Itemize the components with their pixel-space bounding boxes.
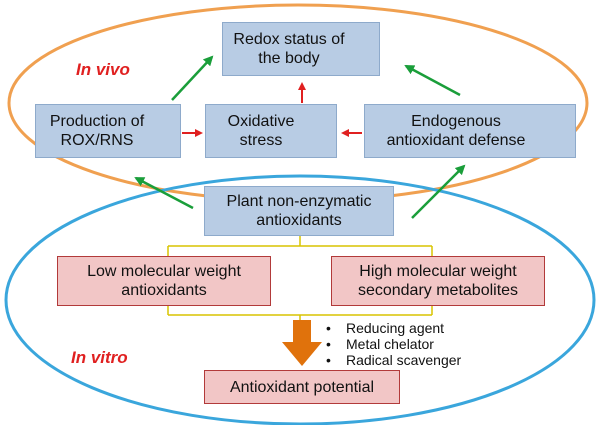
redox-line2: the body xyxy=(258,50,320,67)
production-box: Production of ROX/RNS xyxy=(35,104,181,158)
high-mw-metabolites-box: High molecular weight secondary metabolit… xyxy=(331,256,545,306)
production-line2: ROX/RNS xyxy=(60,132,134,149)
endogenous-line2: antioxidant defense xyxy=(386,132,526,149)
antioxidant-potential-box: Antioxidant potential xyxy=(204,370,400,404)
high-mw-line2: secondary metabolites xyxy=(357,282,519,299)
in-vitro-label: In vitro xyxy=(71,348,128,367)
endogenous-line1: Endogenous xyxy=(411,113,501,130)
arrow-production-to-redox xyxy=(171,55,214,101)
low-mw-line1: Low molecular weight xyxy=(87,263,241,280)
yellow-bracket-bottom xyxy=(167,305,433,320)
in-vitro-ellipse xyxy=(4,174,596,425)
arrow-plant-to-defense xyxy=(411,164,466,219)
plant-antioxidants-box: Plant non-enzymatic antioxidants xyxy=(204,186,394,236)
redox-status-box: Redox status of the body xyxy=(222,22,380,76)
arrow-plant-to-production xyxy=(134,176,194,210)
orange-down-arrow xyxy=(282,320,322,366)
redox-line1: Redox status of xyxy=(233,31,345,48)
list-item: Metal chelator xyxy=(326,336,461,352)
oxidative-stress-box: Oxidative stress xyxy=(205,104,337,158)
arrow-defense-to-redox xyxy=(404,64,461,97)
yellow-bracket-top xyxy=(167,235,433,256)
plant-line2: antioxidants xyxy=(256,212,342,229)
potential-text: Antioxidant potential xyxy=(229,378,375,396)
plant-line1: Plant non-enzymatic xyxy=(226,193,372,210)
list-item: Radical scavenger xyxy=(326,352,461,368)
endogenous-defense-box: Endogenous antioxidant defense xyxy=(364,104,576,158)
low-mw-antioxidants-box: Low molecular weight antioxidants xyxy=(57,256,271,306)
production-line1: Production of xyxy=(49,113,145,130)
mechanism-list: Reducing agent Metal chelator Radical sc… xyxy=(326,320,461,368)
low-mw-line2: antioxidants xyxy=(121,282,207,299)
in-vivo-label: In vivo xyxy=(76,60,130,79)
oxidative-line2: stress xyxy=(239,132,283,149)
list-item: Reducing agent xyxy=(326,320,461,336)
oxidative-line1: Oxidative xyxy=(227,113,295,130)
high-mw-line1: High molecular weight xyxy=(359,263,517,280)
